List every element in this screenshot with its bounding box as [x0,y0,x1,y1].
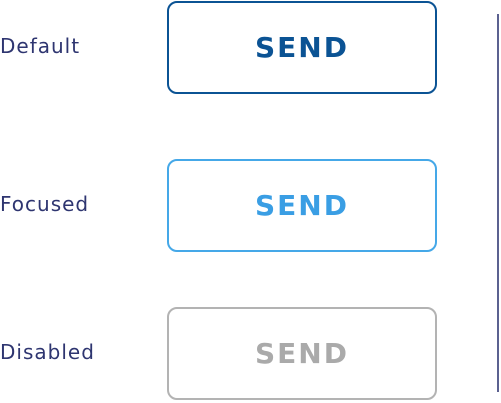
send-button-disabled: SEND [167,307,437,400]
send-button-focused[interactable]: SEND [167,159,437,252]
state-label-disabled: Disabled [0,340,95,364]
state-label-focused: Focused [0,192,90,216]
send-button-default[interactable]: SEND [167,1,437,94]
vertical-divider [497,14,499,392]
state-label-default: Default [0,34,81,58]
